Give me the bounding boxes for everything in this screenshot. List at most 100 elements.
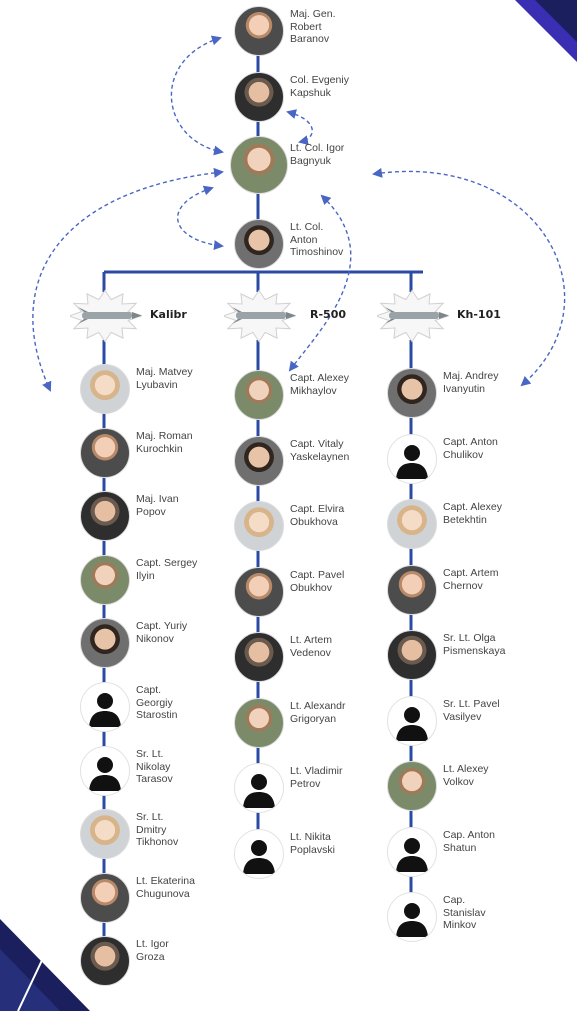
member-0-8: Lt. Ekaterina Chugunova xyxy=(80,873,240,927)
arrow-kapshuk-bagnyuk xyxy=(286,109,313,146)
missile-0: Kalibr xyxy=(70,288,220,348)
member-0-1: Maj. Roman Kurochkin xyxy=(80,428,240,482)
person-name: Lt. Alexey Volkov xyxy=(443,763,489,788)
person-name: Cap. Anton Shatun xyxy=(443,829,495,854)
person-photo xyxy=(80,809,130,859)
person-name: Lt. Alexandr Grigoryan xyxy=(290,700,346,725)
arrow-bagnyuk-lyubavin xyxy=(32,167,224,392)
person-name: Sr. Lt. Nikolay Tarasov xyxy=(136,748,173,785)
person-name: Col. Evgeniy Kapshuk xyxy=(290,74,349,99)
person-name: Capt. Georgiy Starostin xyxy=(136,684,178,721)
person-name: Cap. Stanislav Minkov xyxy=(443,894,486,931)
person-photo xyxy=(80,555,130,605)
person-name: Capt. Pavel Obukhov xyxy=(290,569,345,594)
person-name: Capt. Yuriy Nikonov xyxy=(136,620,188,645)
person-name: Maj. Andrey Ivanyutin xyxy=(443,370,499,395)
person-photo xyxy=(387,761,437,811)
person-name: Capt. Alexey Mikhaylov xyxy=(290,372,349,397)
arrow-bagnyuk-timoshinov xyxy=(177,185,224,251)
person-silhouette-icon xyxy=(387,892,437,942)
person-name: Lt. Ekaterina Chugunova xyxy=(136,875,195,900)
member-0-0: Maj. Matvey Lyubavin xyxy=(80,364,240,418)
person-name: Maj. Matvey Lyubavin xyxy=(136,366,193,391)
member-0-5: Capt. Georgiy Starostin xyxy=(80,682,240,736)
person-silhouette-icon xyxy=(387,696,437,746)
person-silhouette-icon xyxy=(234,763,284,813)
explosion-missile-icon xyxy=(377,289,450,343)
arrow-bagnyuk-mikhaylov xyxy=(288,194,352,372)
person-photo xyxy=(230,136,288,194)
person-photo xyxy=(80,428,130,478)
member-2-1: Capt. Anton Chulikov xyxy=(387,434,547,488)
person-silhouette-icon xyxy=(80,746,130,796)
person-photo xyxy=(387,565,437,615)
person-photo xyxy=(387,499,437,549)
member-1-1: Capt. Vitaly Yaskelaynen xyxy=(234,436,394,490)
missile-label: Kalibr xyxy=(150,308,187,321)
person-name: Lt. Col. Igor Bagnyuk xyxy=(290,142,345,167)
member-1-0: Capt. Alexey Mikhaylov xyxy=(234,370,394,424)
person-name: Capt. Alexey Betekhtin xyxy=(443,501,502,526)
person-photo xyxy=(234,72,284,122)
person-silhouette-icon xyxy=(387,827,437,877)
person-name: Lt. Igor Groza xyxy=(136,938,169,963)
person-photo xyxy=(234,219,284,269)
member-1-5: Lt. Alexandr Grigoryan xyxy=(234,698,394,752)
person-name: Capt. Sergey Ilyin xyxy=(136,557,198,582)
person-name: Sr. Lt. Pavel Vasilyev xyxy=(443,698,500,723)
member-0-7: Sr. Lt. Dmitry Tikhonov xyxy=(80,809,240,863)
member-1-3: Capt. Pavel Obukhov xyxy=(234,567,394,621)
missile-1: R-500 xyxy=(224,288,374,348)
person-name: Sr. Lt. Dmitry Tikhonov xyxy=(136,811,179,848)
member-2-6: Lt. Alexey Volkov xyxy=(387,761,547,815)
member-2-7: Cap. Anton Shatun xyxy=(387,827,547,881)
member-0-4: Capt. Yuriy Nikonov xyxy=(80,618,240,672)
chain-person-0: Maj. Gen. Robert Baranov xyxy=(234,6,394,60)
person-photo xyxy=(80,618,130,668)
member-2-4: Sr. Lt. Olga Pismenskaya xyxy=(387,630,547,684)
missile-label: R-500 xyxy=(310,308,346,321)
person-photo xyxy=(80,873,130,923)
person-photo xyxy=(387,368,437,418)
explosion-missile-icon xyxy=(70,289,143,343)
person-photo xyxy=(80,364,130,414)
person-name: Lt. Col. Anton Timoshinov xyxy=(290,221,344,258)
person-photo xyxy=(387,630,437,680)
person-silhouette-icon xyxy=(387,434,437,484)
member-1-6: Lt. Vladimir Petrov xyxy=(234,763,394,817)
person-name: Lt. Artem Vedenov xyxy=(290,634,333,659)
person-silhouette-icon xyxy=(80,682,130,732)
person-name: Sr. Lt. Olga Pismenskaya xyxy=(443,632,506,657)
person-photo xyxy=(80,491,130,541)
member-1-2: Capt. Elvira Obukhova xyxy=(234,501,394,555)
member-2-0: Maj. Andrey Ivanyutin xyxy=(387,368,547,422)
person-name: Lt. Nikita Poplavski xyxy=(290,831,335,856)
person-silhouette-icon xyxy=(234,829,284,879)
member-2-2: Capt. Alexey Betekhtin xyxy=(387,499,547,553)
person-photo xyxy=(234,6,284,56)
arrow-baranov-bagnyuk xyxy=(170,35,224,156)
person-name: Lt. Vladimir Petrov xyxy=(290,765,343,790)
person-photo xyxy=(234,370,284,420)
explosion-missile-icon xyxy=(224,289,297,343)
member-1-7: Lt. Nikita Poplavski xyxy=(234,829,394,883)
person-photo xyxy=(80,936,130,986)
chain-person-1: Col. Evgeniy Kapshuk xyxy=(234,72,394,126)
member-2-3: Capt. Artem Chernov xyxy=(387,565,547,619)
missile-label: Kh-101 xyxy=(457,308,501,321)
person-photo xyxy=(234,698,284,748)
member-2-5: Sr. Lt. Pavel Vasilyev xyxy=(387,696,547,750)
person-name: Capt. Elvira Obukhova xyxy=(290,503,345,528)
person-name: Maj. Ivan Popov xyxy=(136,493,179,518)
corner-decoration-bottom-left xyxy=(0,901,90,1011)
person-name: Maj. Gen. Robert Baranov xyxy=(290,8,336,45)
person-name: Capt. Anton Chulikov xyxy=(443,436,498,461)
arrow-bagnyuk-ivanyutin xyxy=(372,167,566,387)
person-photo xyxy=(234,567,284,617)
member-0-3: Capt. Sergey Ilyin xyxy=(80,555,240,609)
member-2-8: Cap. Stanislav Minkov xyxy=(387,892,547,946)
person-name: Maj. Roman Kurochkin xyxy=(136,430,193,455)
person-photo xyxy=(234,436,284,486)
person-photo xyxy=(234,632,284,682)
